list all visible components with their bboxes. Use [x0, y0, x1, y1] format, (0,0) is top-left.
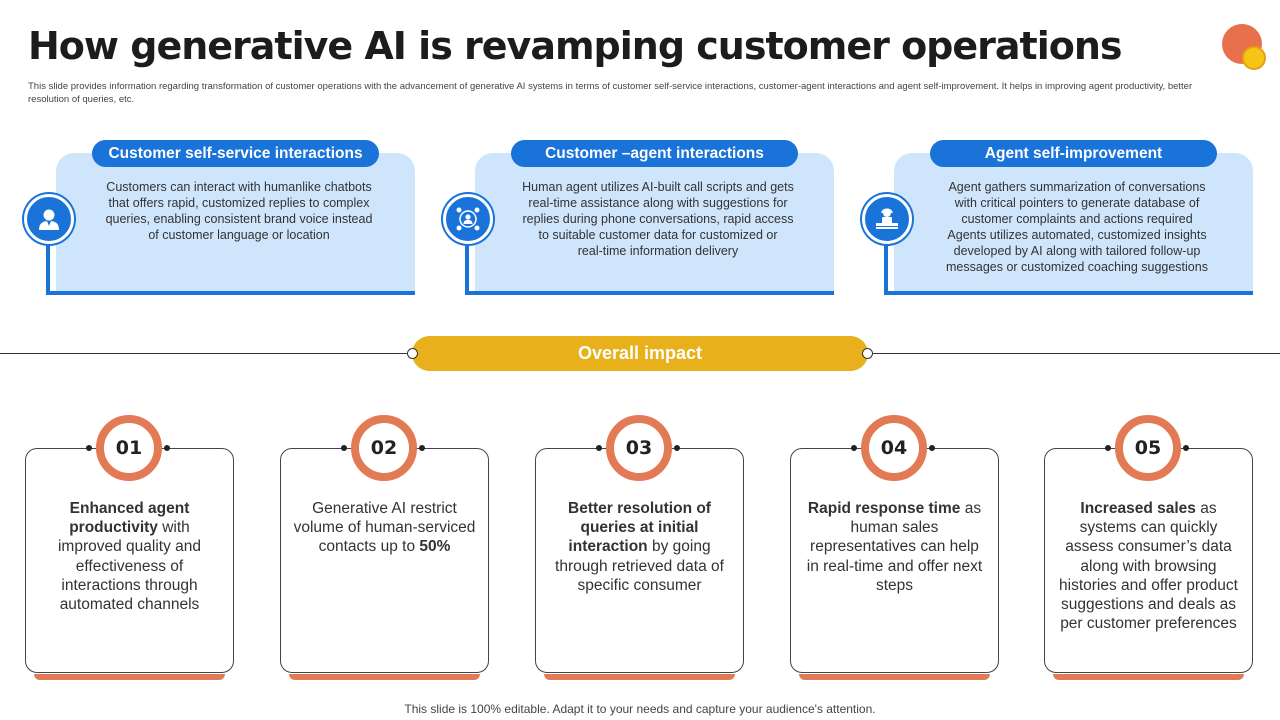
badge-dot [674, 445, 680, 451]
badge-dot [929, 445, 935, 451]
divider-line-right [868, 353, 1280, 354]
badge-dot [86, 445, 92, 451]
badge-dot [164, 445, 170, 451]
impact-number-badge: 01 [96, 415, 162, 481]
badge-dot [851, 445, 857, 451]
brand-logo [1222, 24, 1268, 70]
top-card-heading: Agent self-improvement [930, 140, 1217, 167]
network-people-icon [443, 194, 493, 244]
impact-card-text: Generative AI restrict volume of human-s… [293, 500, 476, 556]
impact-card-03: Better resolution of queries at initial … [535, 448, 744, 680]
impact-number-badge: 02 [351, 415, 417, 481]
impact-card-01: Enhanced agent productivity with improve… [25, 448, 234, 680]
top-card-body: Human agent utilizes AI-built call scrip… [522, 180, 794, 258]
top-card-self-improvement: Agent gathers summarization of conversat… [884, 153, 1253, 295]
impact-card-text: Increased sales as systems can quickly a… [1059, 500, 1238, 633]
page-subtitle: This slide provides information regardin… [28, 81, 1193, 105]
impact-card-02: Generative AI restrict volume of human-s… [280, 448, 489, 680]
customer-person-icon [24, 194, 74, 244]
agent-headset-icon [862, 194, 912, 244]
badge-dot [419, 445, 425, 451]
top-card-heading: Customer self-service interactions [92, 140, 379, 167]
impact-card-04: Rapid response time as human sales repre… [790, 448, 999, 680]
top-card-heading: Customer –agent interactions [511, 140, 798, 167]
footer-note: This slide is 100% editable. Adapt it to… [404, 702, 876, 716]
impact-card-text: Enhanced agent productivity with improve… [57, 500, 202, 614]
impact-card-text: Rapid response time as human sales repre… [806, 500, 983, 594]
divider-dot-left [407, 348, 418, 359]
impact-number-badge: 03 [606, 415, 672, 481]
badge-dot [1183, 445, 1189, 451]
impact-number-badge: 04 [861, 415, 927, 481]
top-card-self-service: Customers can interact with humanlike ch… [46, 153, 415, 295]
top-card-agent-interactions: Human agent utilizes AI-built call scrip… [465, 153, 834, 295]
overall-impact-banner: Overall impact [412, 336, 868, 371]
impact-number-badge: 05 [1115, 415, 1181, 481]
badge-dot [341, 445, 347, 451]
top-card-body: Customers can interact with humanlike ch… [105, 180, 373, 242]
badge-dot [596, 445, 602, 451]
impact-card-text: Better resolution of queries at initial … [555, 500, 724, 594]
badge-dot [1105, 445, 1111, 451]
page-title: How generative AI is revamping customer … [28, 24, 1123, 68]
impact-card-05: Increased sales as systems can quickly a… [1044, 448, 1253, 680]
top-card-body: Agent gathers summarization of conversat… [946, 180, 1208, 274]
divider-line-left [0, 353, 413, 354]
divider-dot-right [862, 348, 873, 359]
